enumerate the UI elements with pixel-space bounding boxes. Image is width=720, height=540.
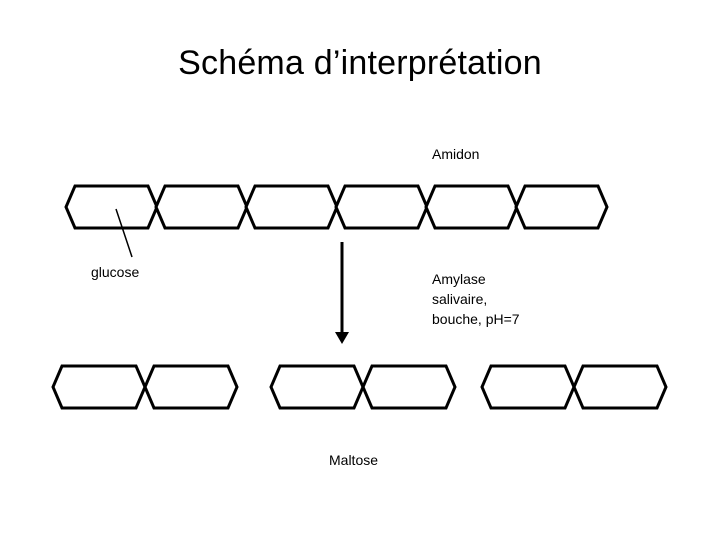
maltose-glucose-unit	[143, 364, 239, 410]
starch-chain	[64, 184, 609, 230]
reaction-arrow	[335, 242, 349, 344]
maltose-glucose-unit	[269, 364, 365, 410]
maltose-glucose-unit	[361, 364, 457, 410]
amylase-label: Amylase salivaire, bouche, pH=7	[432, 271, 520, 327]
maltose-glucose-unit	[572, 364, 668, 410]
glucose-unit	[64, 184, 159, 230]
glucose-unit	[154, 184, 249, 230]
maltose-label: Maltose	[329, 452, 379, 468]
glucose-unit	[334, 184, 429, 230]
maltose-glucose-unit	[51, 364, 147, 410]
glucose-unit	[244, 184, 339, 230]
glucose-unit	[424, 184, 519, 230]
amidon-label: Amidon	[432, 146, 480, 162]
slide-title: Schéma d’interprétation	[178, 44, 542, 82]
maltose-glucose-unit	[480, 364, 576, 410]
maltose-chain	[51, 364, 668, 410]
glucose-unit	[514, 184, 609, 230]
glucose-label: glucose	[91, 264, 140, 280]
glucose-pointer-line	[115, 208, 133, 258]
